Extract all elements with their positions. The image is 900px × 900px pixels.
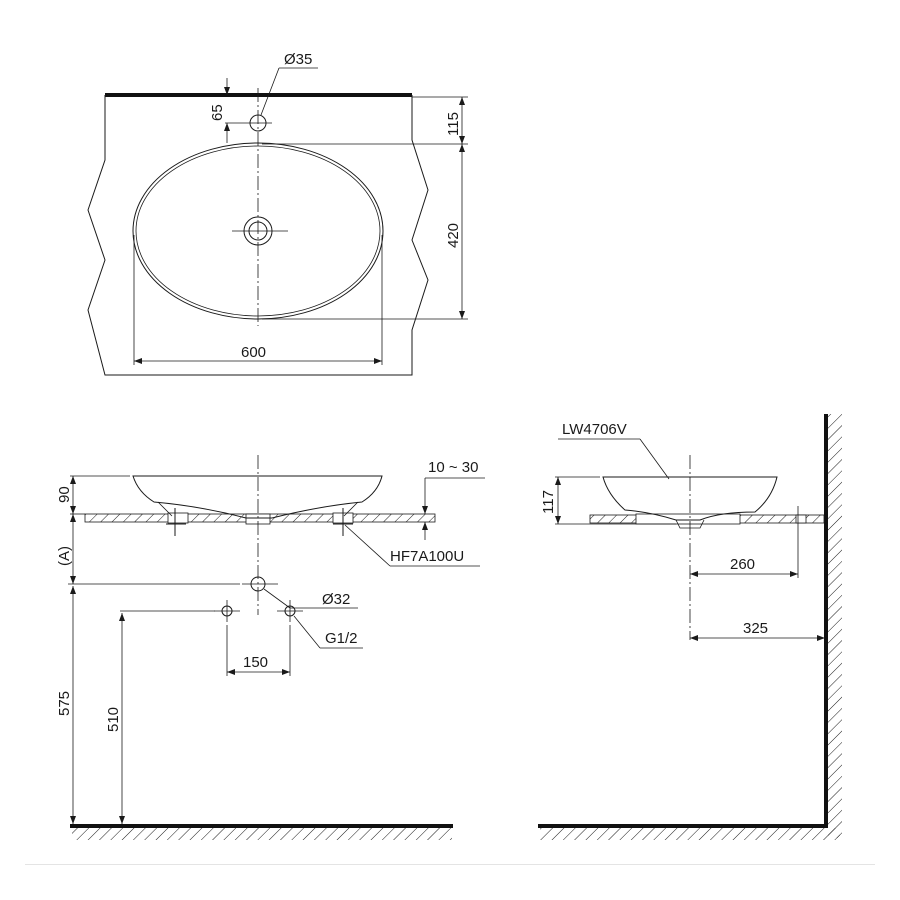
supply-spacing: 150 bbox=[243, 654, 268, 671]
model-code: LW4706V bbox=[562, 421, 627, 438]
counter-outline bbox=[87, 95, 429, 376]
drain-height-label: (A) bbox=[56, 546, 73, 566]
faucet-hole-diameter: Ø35 bbox=[284, 51, 312, 68]
supply-height-from-floor: 510 bbox=[105, 707, 122, 732]
mounting-part-code: HF7A100U bbox=[390, 548, 464, 565]
front-basin-height: 90 bbox=[56, 486, 73, 503]
drain-to-wall: 325 bbox=[743, 620, 768, 637]
front-view: 90 (A) 10 ~ 30 HF7A100U Ø32 G1/2 bbox=[56, 455, 485, 840]
basin-width: 600 bbox=[241, 344, 266, 361]
counter-thickness: 10 ~ 30 bbox=[428, 459, 478, 476]
side-basin-height: 117 bbox=[540, 490, 557, 514]
wall-to-basin-edge: 115 bbox=[445, 112, 462, 136]
side-view: LW4706V 117 260 325 bbox=[538, 414, 842, 840]
drain-pipe-diameter: Ø32 bbox=[322, 591, 350, 608]
footer-divider bbox=[25, 864, 875, 865]
side-basin-profile bbox=[602, 476, 778, 521]
drain-to-support: 260 bbox=[730, 556, 755, 573]
top-view: Ø35 65 115 420 600 bbox=[87, 51, 468, 376]
drain-height-from-floor: 575 bbox=[56, 691, 73, 716]
faucet-hole-offset: 65 bbox=[209, 104, 226, 121]
basin-profile bbox=[132, 475, 383, 519]
supply-thread: G1/2 bbox=[325, 630, 358, 647]
basin-depth: 420 bbox=[445, 223, 462, 248]
